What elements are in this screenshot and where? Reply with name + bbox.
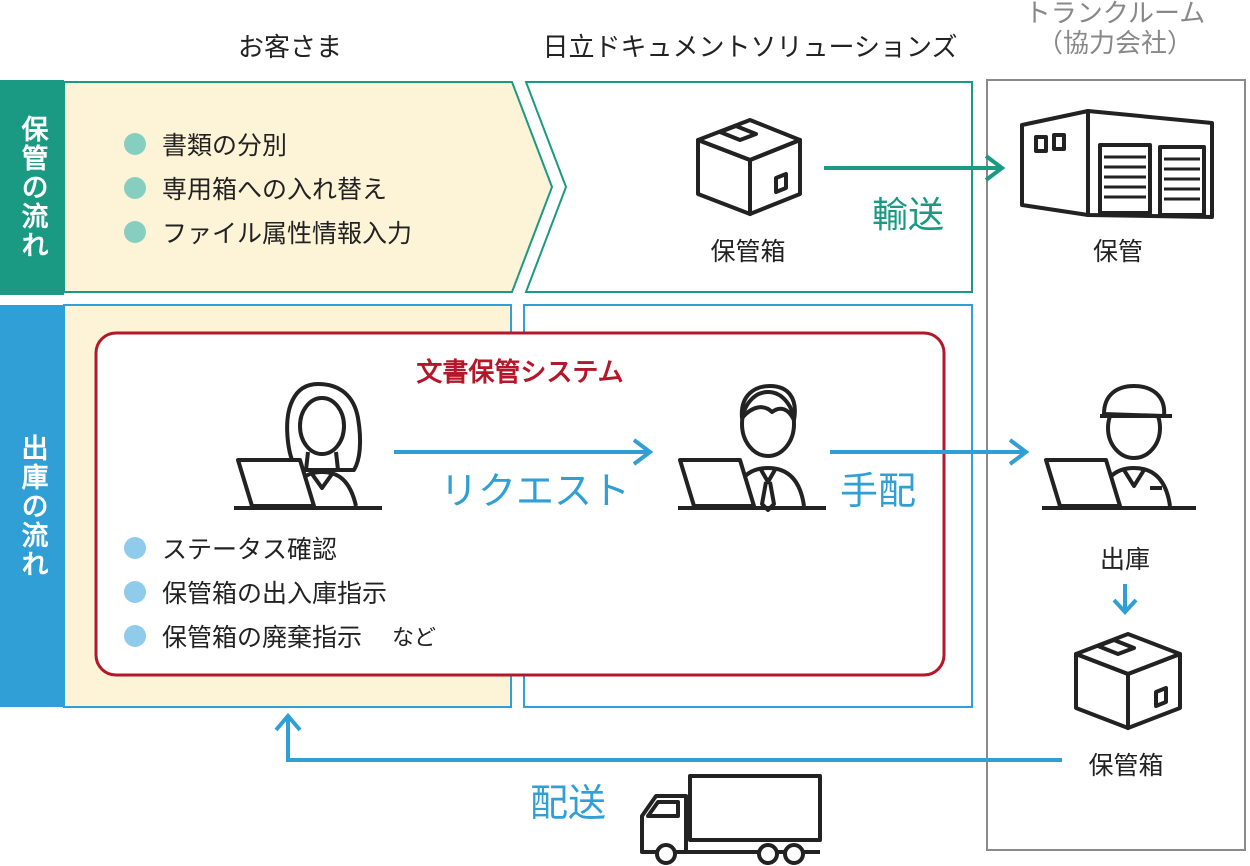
list-item: ファイル属性情報入力: [124, 210, 412, 254]
retrieval-side-bar: [0, 305, 64, 707]
warehouse-icon: [1020, 109, 1214, 219]
request-label: リクエスト: [440, 469, 631, 513]
bullet-dot-icon: [124, 625, 146, 647]
items-suffix: など: [392, 626, 437, 651]
retrieval-box-caption: 保管箱: [1088, 751, 1164, 780]
storage-customer-panel: [63, 81, 554, 293]
bullet-dot-icon: [124, 221, 146, 243]
storage-steps-list: 書類の分別 専用箱への入れ替え ファイル属性情報入力: [124, 122, 412, 254]
retrieval-box-icon: [1074, 632, 1182, 730]
delivery-label: 配送: [530, 781, 607, 825]
arrange-arrow: [830, 438, 1030, 466]
trunkroom-worker-icon: [1042, 384, 1196, 510]
customer-user-icon: [234, 382, 382, 510]
trunkroom-frame: [986, 79, 1246, 851]
shipout-down-arrow: [1112, 584, 1138, 615]
bullet-dot-icon: [124, 133, 146, 155]
warehouse-caption: 保管: [1092, 237, 1143, 266]
storage-flow-label: 保管の流れ: [16, 115, 48, 260]
column-header-hdsl: 日立ドキュメントソリューションズ: [542, 33, 958, 63]
storage-box-icon: [696, 118, 802, 216]
column-header-trunkroom: トランクルーム （協力会社）: [990, 0, 1240, 60]
truck-icon: [640, 774, 822, 865]
trunkroom-title: トランクルーム: [1024, 0, 1206, 29]
list-item: 保管箱の出入庫指示: [124, 570, 436, 614]
bullet-dot-icon: [124, 177, 146, 199]
request-arrow: [394, 438, 654, 466]
bullet-dot-icon: [124, 581, 146, 603]
trunkroom-subtitle: （協力会社）: [1036, 28, 1193, 59]
hdsl-staff-icon: [678, 384, 826, 512]
system-title: 文書保管システム: [416, 358, 624, 388]
storage-box-caption: 保管箱: [710, 237, 786, 266]
column-header-customer: お客さま: [237, 33, 342, 63]
storage-side-bar: [0, 80, 64, 295]
transport-label: 輸送: [872, 195, 945, 236]
bullet-dot-icon: [124, 537, 146, 559]
arrange-label: 手配: [840, 469, 917, 513]
list-item: 専用箱への入れ替え: [124, 166, 412, 210]
system-features-list: ステータス確認 保管箱の出入庫指示 保管箱の廃棄指示など: [124, 526, 436, 658]
transport-arrow: [824, 154, 1006, 182]
document-system-box: [94, 331, 946, 677]
list-item: 書類の分別: [124, 122, 412, 166]
delivery-arrow: [274, 712, 1062, 762]
list-item: ステータス確認: [124, 526, 436, 570]
retrieval-flow-label: 出庫の流れ: [16, 433, 48, 579]
shipout-caption: 出庫: [1099, 545, 1150, 574]
list-item: 保管箱の廃棄指示など: [124, 614, 436, 658]
